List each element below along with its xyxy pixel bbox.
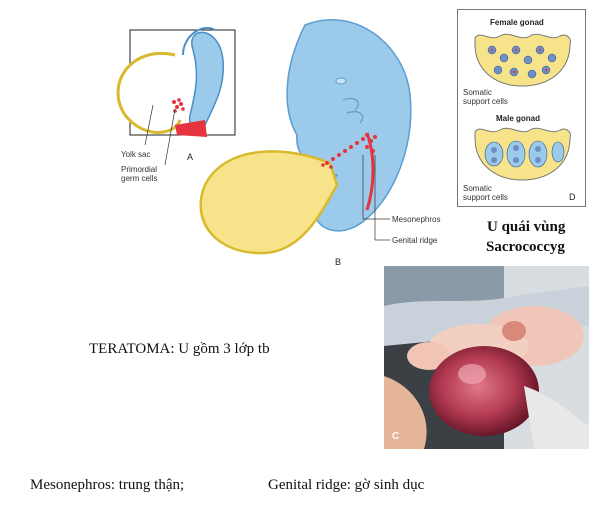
germ-cells-small: [172, 98, 185, 113]
embryo-eye: [335, 77, 347, 85]
leader-germ-cells: [164, 108, 176, 166]
male-somatic-line1: Somatic: [463, 184, 492, 193]
label-primordial: Primordial: [121, 165, 158, 174]
gonad-panel: Female gonad Somatic support cells Male …: [457, 9, 586, 207]
teratoma-photo: C: [384, 266, 589, 449]
mesonephros-ridge: [365, 132, 375, 211]
teratoma-text: TERATOMA: U gồm 3 lớp tb: [89, 341, 270, 357]
embryo-diagram: [116, 19, 412, 255]
photo-illustration: [384, 266, 589, 449]
leader-yolk-sac: [144, 104, 154, 146]
female-gonad-title: Female gonad: [490, 18, 544, 27]
male-gonad-title: Male gonad: [496, 114, 541, 123]
male-gonad-diagram: [474, 127, 571, 181]
yolk-sac-small: [116, 52, 182, 134]
label-panel-d: D: [569, 192, 576, 202]
label-genital-ridge: Genital ridge: [392, 236, 438, 245]
female-somatic-line2: support cells: [463, 97, 508, 106]
mesonephros-definition: Mesonephros: trung thận;: [30, 477, 185, 493]
label-panel-b: B: [335, 257, 342, 267]
embryo-large: [286, 19, 412, 232]
embryo-small: [188, 31, 225, 131]
amnion-small: [182, 27, 216, 56]
female-somatic-line1: Somatic: [463, 88, 492, 97]
label-mesonephros: Mesonephros: [392, 215, 441, 224]
female-gonad-diagram: [474, 33, 571, 87]
male-somatic-line2: support cells: [463, 193, 508, 202]
label-germ-cells: germ cells: [121, 174, 158, 183]
genital-ridge-definition: Genital ridge: gờ sinh dục: [268, 477, 425, 493]
heading-line2: Sacrococcyg: [486, 239, 565, 255]
allantois-small: [175, 120, 207, 137]
label-panel-c: C: [392, 431, 400, 442]
embryo-folds: [342, 97, 364, 124]
label-panel-a: A: [187, 152, 194, 162]
yolk-sac-large: [199, 150, 339, 255]
heading-line1: U quái vùng: [487, 219, 566, 235]
label-yolk-sac: Yolk sac: [121, 150, 151, 159]
